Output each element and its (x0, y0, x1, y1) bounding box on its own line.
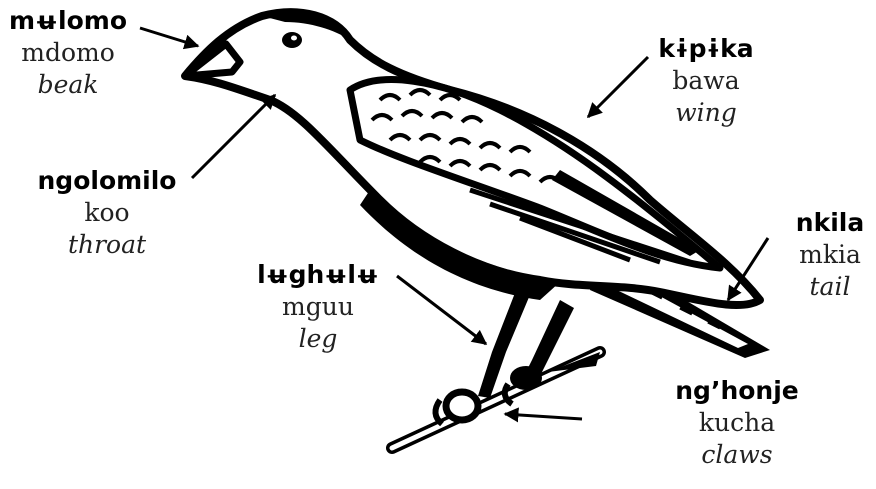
arrow-throat (192, 95, 275, 178)
label-wing: kɨpɨka bawa wing (648, 36, 764, 125)
label-tail: nkila mkia tail (784, 210, 876, 299)
label-leg: lʉghʉlʉ mguu leg (248, 262, 388, 351)
throat-swahili-name: koo (22, 200, 192, 225)
tail-swahili-name: mkia (784, 242, 876, 267)
leg-local-name: lʉghʉlʉ (248, 262, 388, 287)
leg-english-name: leg (248, 326, 388, 351)
claws-swahili-name: kucha (652, 410, 822, 435)
tail-english-name: tail (784, 274, 876, 299)
throat-local-name: ngolomilo (22, 168, 192, 193)
wing-english-name: wing (648, 100, 764, 125)
claws-local-name: ng’honje (652, 378, 822, 403)
bird-eye (282, 32, 302, 48)
tail-local-name: nkila (784, 210, 876, 235)
label-beak: mʉlomo mdomo beak (8, 8, 128, 97)
arrow-claws (505, 414, 582, 419)
arrow-wing (588, 57, 648, 117)
arrow-beak (140, 28, 198, 46)
wing-local-name: kɨpɨka (648, 36, 764, 61)
claws-english-name: claws (652, 442, 822, 467)
leg-swahili-name: mguu (248, 294, 388, 319)
arrow-leg (397, 276, 486, 344)
throat-english-name: throat (22, 232, 192, 257)
beak-local-name: mʉlomo (8, 8, 128, 33)
wing-swahili-name: bawa (648, 68, 764, 93)
beak-swahili-name: mdomo (8, 40, 128, 65)
beak-english-name: beak (8, 72, 128, 97)
label-claws: ng’honje kucha claws (652, 378, 822, 467)
label-throat: ngolomilo koo throat (22, 168, 192, 257)
